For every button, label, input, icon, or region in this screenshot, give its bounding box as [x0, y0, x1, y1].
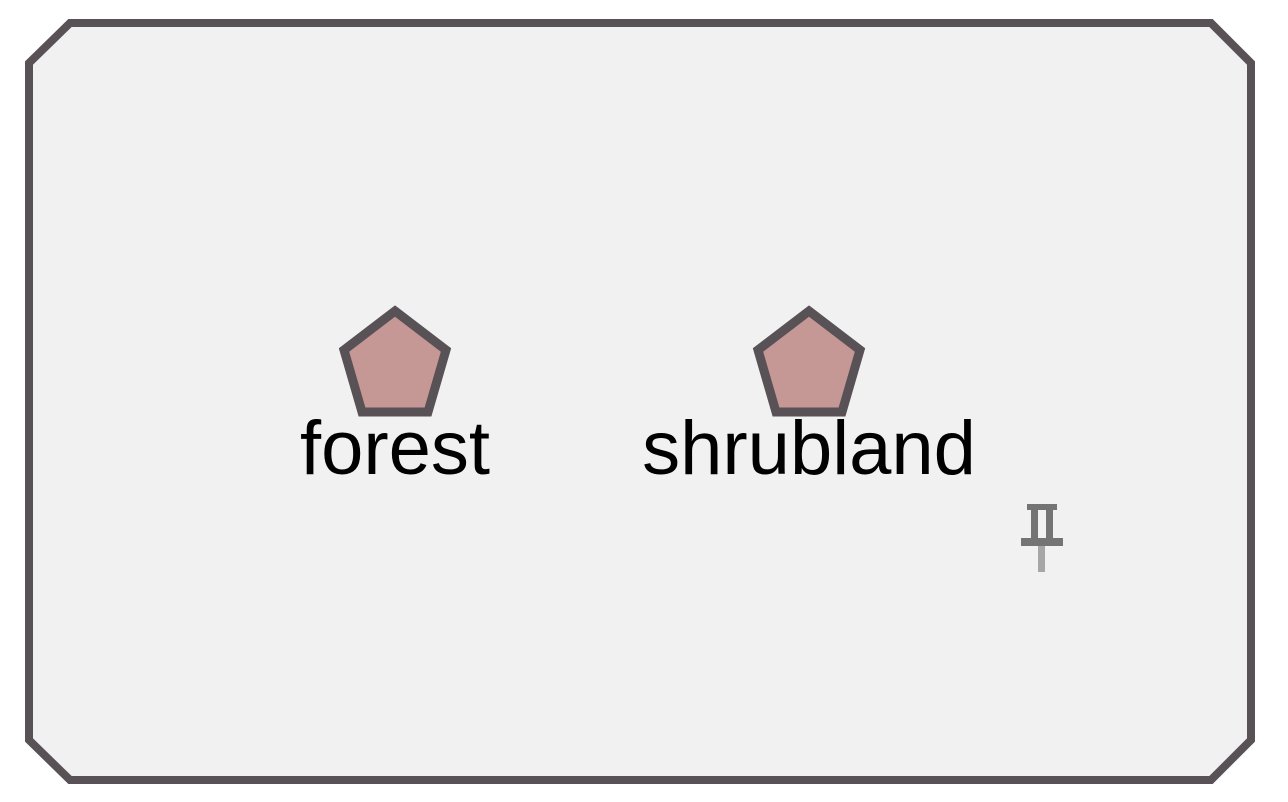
node-forest[interactable]: forest [300, 305, 490, 491]
pentagon-icon [338, 305, 452, 417]
pushpin-icon[interactable] [1021, 504, 1063, 572]
node-label-forest: forest [300, 406, 490, 491]
node-label-shrubland: shrubland [642, 406, 976, 491]
node-shrubland[interactable]: shrubland [642, 305, 976, 491]
pentagon-icon [752, 305, 866, 417]
panel-frame [25, 19, 1255, 784]
